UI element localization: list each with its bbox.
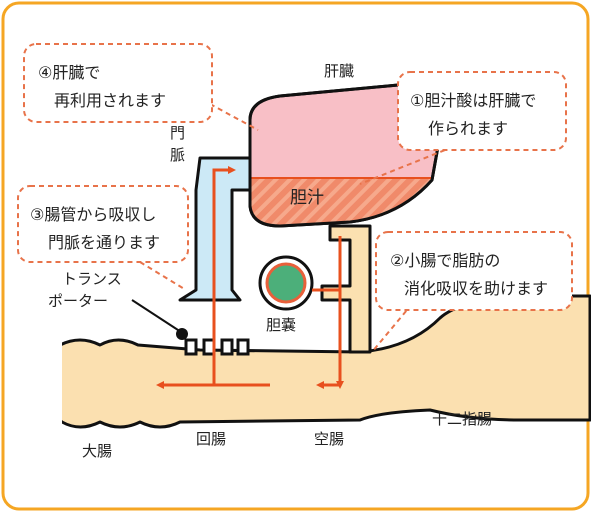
callout-fat-help [375,231,573,311]
label-ileum: 回腸 [196,430,226,448]
callout-bile-made-line1: ①胆汁酸は肝臓で [410,91,536,110]
label-portal-vein-1: 門 [170,124,185,142]
callout-absorb-line1: ③腸管から吸収し [30,205,156,224]
label-jejunum: 空腸 [314,430,344,448]
label-transporter-2: ポーター [48,292,108,310]
callout-liver-reuse [23,43,213,123]
callout-fat-help-line2: 消化吸収を助けます [404,279,548,298]
label-gallbladder: 胆嚢 [266,316,296,334]
label-portal-vein-2: 脈 [170,146,185,164]
label-large-intestine: 大腸 [82,442,112,460]
flow-arrows [156,166,344,389]
callout-bile-made [397,71,567,151]
callout-fat-help-line1: ②小腸で脂肪の [390,251,500,270]
label-bile: 胆汁 [290,188,324,208]
label-transporter-1: トランス [62,270,122,288]
label-liver: 肝臓 [324,62,354,80]
callout-bile-made-line2: 作られます [428,119,508,138]
bile-duct [320,224,372,354]
label-duodenum: 十二指腸 [432,410,492,428]
intestine [53,294,591,429]
callout-absorb [17,185,189,263]
callout-absorb-line2: 門脈を通ります [48,233,160,252]
gallbladder [265,262,307,304]
callout-liver-reuse-line1: ④肝臓で [38,63,100,82]
callout-liver-reuse-line2: 再利用されます [54,91,166,110]
